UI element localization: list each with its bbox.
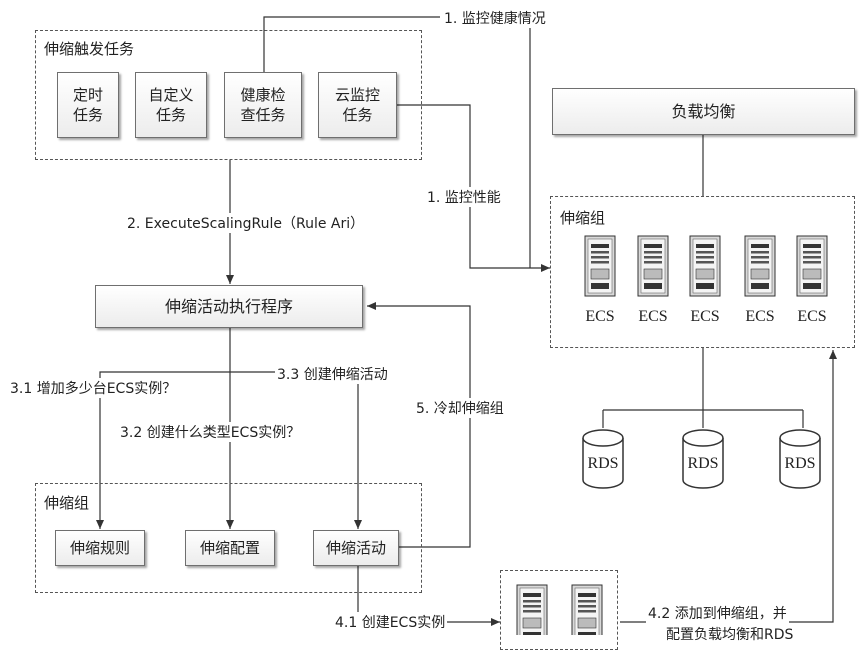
ecs-label: ECS [745,308,775,325]
ecs-label: ECS [585,308,615,325]
label-create-activity: 3.3 创建伸缩活动 [275,364,390,384]
label-monitor-health: 1. 监控健康情况 [442,8,548,28]
new-ecs-group [500,570,618,650]
label-cooldown: 5. 冷却伸缩组 [414,398,506,418]
scaling-group-bottom-title: 伸缩组 [44,494,90,512]
scaling-config-box: 伸缩配置 [185,530,275,566]
label-how-many: 3.1 增加多少台ECS实例？ [8,378,179,398]
task-timer: 定时 任务 [57,72,119,138]
label-what-type: 3.2 创建什么类型ECS实例？ [118,422,303,442]
edge-monitor-perf-a [397,104,550,272]
label-add-to-group-1: 4.2 添加到伸缩组，并 [646,603,789,623]
scaling-group-right-title: 伸缩组 [560,209,606,227]
task-health-check: 健康检 查任务 [224,72,302,138]
rds-label: RDS [687,455,719,472]
ecs-label: ECS [638,308,668,325]
trigger-task-group [35,30,422,160]
label-monitor-perf: 1. 监控性能 [425,187,503,207]
scaling-group-bottom [35,483,422,593]
load-balancer: 负载均衡 [552,88,855,135]
edge-monitor-health [263,16,440,72]
label-execute-rule: 2. ExecuteScalingRule（Rule Ari） [125,213,367,233]
task-cloud-monitor: 云监控 任务 [318,72,397,138]
edge-cooldown [367,302,471,548]
rds-label: RDS [587,455,619,472]
trigger-group-title: 伸缩触发任务 [44,40,135,58]
label-add-to-group-2: 配置负载均衡和RDS [664,624,796,644]
scaling-rule-box: 伸缩规则 [55,530,145,566]
edge-how-many [96,371,230,529]
ecs-label: ECS [797,308,827,325]
ecs-label: ECS [690,308,720,325]
scaling-activity-executor: 伸缩活动执行程序 [95,285,363,328]
scaling-group-right [550,196,855,348]
scaling-activity-box: 伸缩活动 [313,530,399,566]
rds-label: RDS [784,455,816,472]
task-custom: 自定义 任务 [135,72,207,138]
label-create-ecs: 4.1 创建ECS实例 [333,612,448,632]
